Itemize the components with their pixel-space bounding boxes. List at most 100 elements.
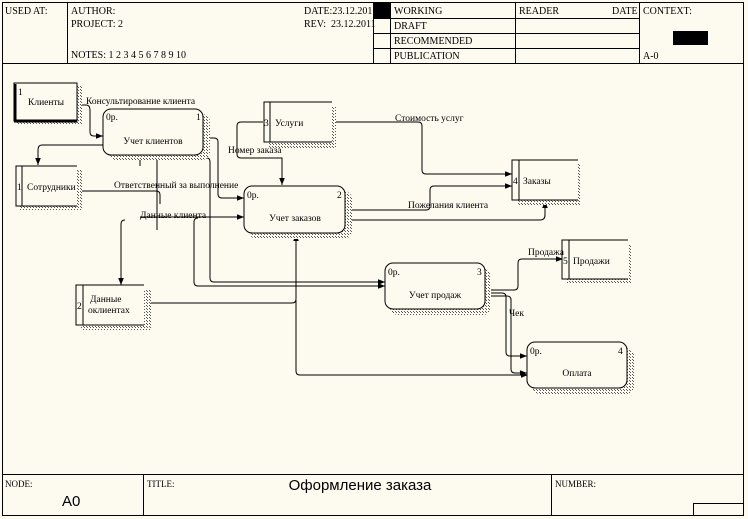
notes-numbers[interactable]: 1 2 3 4 5 6 7 8 9 10	[108, 50, 187, 61]
notes: NOTES: 1 2 3 4 5 6 7 8 9 10	[71, 50, 186, 62]
used-at-label: USED AT:	[5, 6, 48, 17]
diagram-title: Оформление заказа	[288, 477, 432, 494]
flow-sale[interactable]	[486, 256, 563, 291]
flow-receipt[interactable]	[486, 292, 527, 359]
flow-process2-to-payment[interactable]	[295, 300, 528, 378]
status-publication[interactable]: PUBLICATION	[394, 51, 460, 62]
notes-label: NOTES:	[71, 50, 106, 61]
flow-receipt-2[interactable]	[486, 295, 527, 376]
status-row-divider	[373, 18, 639, 19]
process-3-name: Учет продаж	[409, 291, 462, 301]
data-store-staff[interactable]	[15, 165, 82, 210]
header-bottom-border	[2, 63, 744, 64]
data-store-orders-name: Заказы	[523, 177, 551, 187]
data-store-orders-id: 4	[513, 177, 518, 187]
flow-label-receipt[interactable]: Чек	[509, 309, 524, 319]
flow-process1-to-clientdata[interactable]	[200, 157, 385, 285]
data-store-client-data-line2: оклиентах	[88, 306, 130, 316]
status-recommended[interactable]: RECOMMENDED	[394, 36, 473, 47]
reader-date-label: DATE	[612, 6, 638, 17]
header-divider	[373, 2, 374, 63]
flow-label-consulting[interactable]: Консультирование клиента	[86, 97, 196, 107]
process-1-prefix: 0р.	[106, 113, 118, 123]
data-store-staff-id: 1	[17, 183, 22, 193]
title-label: TITLE:	[147, 479, 175, 489]
header-divider	[67, 2, 68, 63]
author-label: AUTHOR:	[71, 6, 116, 17]
status-row-divider	[373, 48, 639, 49]
data-store-sales-id: 5	[563, 257, 568, 267]
process-1-id: 1	[196, 113, 201, 123]
date-value: 23.12.201	[332, 6, 373, 17]
process-2-id: 2	[337, 191, 342, 201]
process-client-accounting[interactable]	[102, 108, 210, 160]
header-divider	[515, 2, 516, 63]
flow-client-wishes[interactable]	[345, 183, 512, 211]
flow-clientdata-loop[interactable]	[193, 217, 385, 286]
process-2-prefix: 0р.	[247, 191, 259, 201]
process-4-id: 4	[618, 347, 623, 357]
number-label: NUMBER:	[555, 479, 597, 489]
data-store-staff-name: Сотрудники	[27, 183, 76, 193]
flow-service-cost[interactable]	[332, 121, 512, 177]
date-field: DATE:23.12.201	[304, 6, 372, 18]
flow-consulting[interactable]	[78, 104, 103, 139]
process-order-accounting[interactable]	[243, 185, 352, 239]
header-divider	[390, 2, 391, 63]
flow-clientdata-to-process2[interactable]	[150, 234, 299, 304]
flow-client-data-down[interactable]	[118, 219, 126, 285]
footer-divider	[551, 474, 552, 516]
corner-box	[693, 503, 744, 516]
reader-label: READER	[519, 6, 559, 17]
node-label: NODE:	[5, 479, 33, 489]
process-4-name: Оплата	[562, 369, 592, 379]
process-2-name: Учет заказов	[269, 214, 321, 224]
flow-process1-to-staff[interactable]	[35, 144, 103, 165]
process-3-id: 3	[477, 268, 482, 278]
data-store-orders[interactable]	[511, 159, 581, 205]
data-store-sales-name: Продажи	[573, 257, 610, 267]
process-payment[interactable]	[526, 341, 634, 394]
process-3-prefix: 0р.	[388, 268, 400, 278]
footer-divider	[143, 474, 144, 516]
flow-label-client-wishes[interactable]: Пожелания клиента	[408, 201, 489, 211]
flow-label-service-cost[interactable]: Стоимость услуг	[395, 114, 464, 124]
project-label: PROJECT: 2	[71, 19, 124, 30]
process-4-prefix: 0р.	[530, 347, 542, 357]
header-divider	[639, 2, 640, 63]
external-entity-clients-id: 1	[18, 88, 23, 98]
flow-order-number[interactable]	[236, 121, 285, 185]
context-label: CONTEXT:	[643, 6, 692, 17]
data-store-services[interactable]	[263, 101, 336, 148]
date-label: DATE:	[304, 6, 333, 17]
status-row-divider	[373, 33, 639, 34]
context-box[interactable]	[673, 31, 708, 45]
external-entity-clients-name: Клиенты	[28, 98, 65, 108]
data-store-client-data-id: 2	[77, 302, 82, 312]
flow-process1-to-process2[interactable]	[203, 137, 244, 201]
footer-top-border	[2, 474, 744, 475]
process-1-name: Учет клиентов	[123, 137, 183, 147]
flow-label-sale[interactable]: Продажа	[528, 248, 565, 258]
data-store-services-id: 3	[264, 119, 269, 129]
external-entity-clients[interactable]	[13, 82, 82, 124]
context-node: A-0	[643, 51, 659, 62]
flow-label-order-number[interactable]: Номер заказа	[228, 146, 282, 156]
data-store-client-data[interactable]	[75, 284, 151, 330]
working-status-marker	[374, 3, 390, 18]
process-sales-accounting[interactable]	[384, 262, 491, 315]
data-store-sales[interactable]	[561, 239, 631, 284]
flow-label-responsible[interactable]: Ответственный за выполнение	[114, 180, 238, 191]
status-working[interactable]: WORKING	[394, 6, 443, 17]
flow-responsible[interactable]	[78, 190, 161, 204]
flow-process2-to-orders[interactable]	[345, 201, 548, 221]
rev-value: 23.12.2011	[331, 19, 376, 30]
status-draft[interactable]: DRAFT	[394, 21, 427, 32]
data-store-services-name: Услуги	[275, 119, 303, 129]
data-store-client-data-line1: Данные	[90, 295, 121, 305]
rev-field: REV: 23.12.2011	[304, 19, 376, 31]
flow-label-client-data[interactable]: Данные клиента	[140, 211, 207, 221]
node-value: A0	[62, 493, 81, 510]
rev-label: REV:	[304, 19, 327, 30]
